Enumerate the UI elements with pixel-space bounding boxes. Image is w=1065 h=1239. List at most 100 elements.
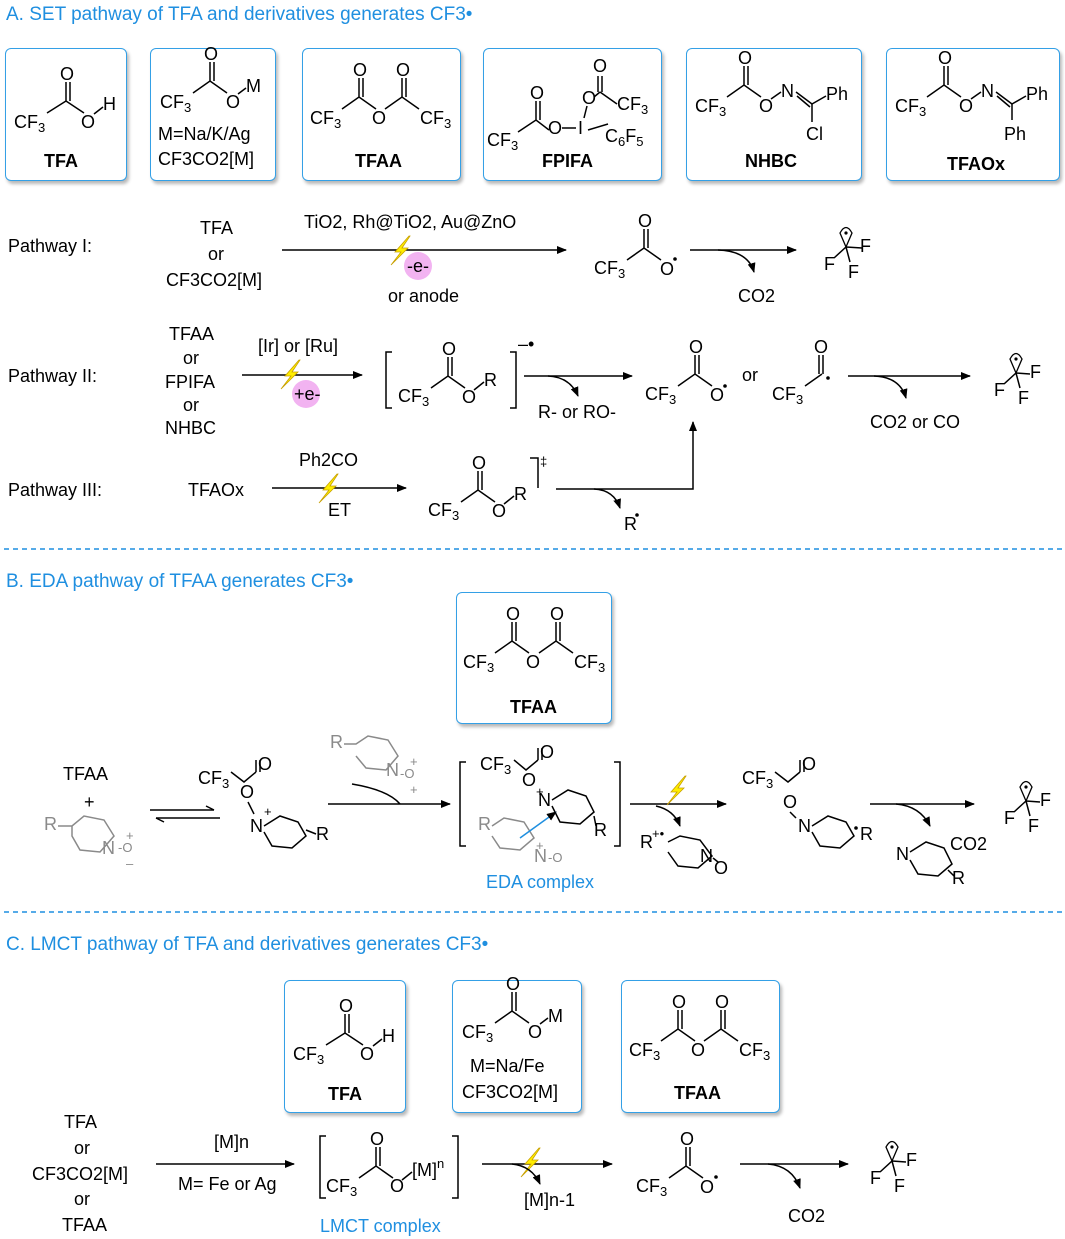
svg-text:N: N bbox=[386, 760, 399, 780]
structure-lmct-complex: CF3 O O [M]n bbox=[319, 1129, 459, 1199]
structure-cf3co2-radical-2: CF3 O O bbox=[645, 337, 727, 407]
svg-text:CF3: CF3 bbox=[428, 500, 459, 523]
reagent-box-tfaa-b bbox=[456, 592, 612, 724]
svg-text:+: + bbox=[410, 754, 418, 769]
svg-text:CF3: CF3 bbox=[398, 386, 429, 409]
pathway2-start-5: NHBC bbox=[165, 418, 216, 438]
svg-text:O: O bbox=[372, 108, 386, 128]
svg-text:O: O bbox=[593, 56, 607, 76]
svg-text:Ph: Ph bbox=[826, 84, 848, 104]
pathway1-start-1: TFA bbox=[200, 218, 233, 238]
svg-text:R: R bbox=[640, 832, 653, 852]
svg-text:N: N bbox=[538, 790, 551, 810]
co2-loss-curve bbox=[873, 375, 908, 399]
svg-text:O: O bbox=[360, 1044, 374, 1064]
structure-metal-salt: CF3 O O M bbox=[160, 44, 261, 115]
svg-text:-O: -O bbox=[400, 766, 414, 781]
svg-text:O: O bbox=[353, 60, 367, 80]
svg-text:O: O bbox=[390, 1176, 404, 1196]
svg-text:O: O bbox=[783, 792, 797, 812]
svg-text:CF3: CF3 bbox=[739, 1040, 770, 1063]
svg-text:R: R bbox=[484, 370, 497, 390]
reagent-name-tfaox: TFAOx bbox=[947, 154, 1005, 174]
structure-cf3co2-radical-1: CF3 O O bbox=[594, 211, 677, 281]
svg-text:Cl: Cl bbox=[806, 124, 823, 144]
cf3-radical-c: F F F bbox=[870, 1140, 917, 1196]
section-b-title: B. EDA pathway of TFAA generates CF3• bbox=[6, 571, 354, 592]
svg-text:O: O bbox=[472, 453, 486, 473]
svg-text:O: O bbox=[81, 112, 95, 132]
reagent-box-tfaa-c bbox=[621, 980, 780, 1113]
svg-text:CF3: CF3 bbox=[326, 1176, 357, 1199]
svg-text:O: O bbox=[492, 501, 506, 521]
svg-text:F: F bbox=[848, 262, 859, 282]
structure-fpifa: O CF3 O I C6F5 O O CF3 bbox=[487, 56, 648, 153]
section-c-start-4: or bbox=[74, 1189, 90, 1209]
reagent-box-tfaox bbox=[886, 48, 1060, 181]
structure-tfaa-b: CF3 O O O CF3 bbox=[463, 604, 605, 675]
pathway2-or: or bbox=[742, 365, 758, 385]
equilibrium-heads bbox=[155, 805, 215, 823]
svg-text:R: R bbox=[478, 814, 491, 834]
pathway1-conditions-top: TiO2, Rh@TiO2, Au@ZnO bbox=[304, 212, 516, 232]
structure-tfa: CF3 O O H bbox=[14, 64, 116, 135]
pathway1-electron: -e- bbox=[407, 256, 429, 276]
svg-text:O: O bbox=[526, 652, 540, 672]
electron-halo bbox=[404, 252, 432, 280]
svg-text:O: O bbox=[506, 974, 520, 994]
reagent-box-metal-salt bbox=[150, 48, 276, 181]
pathway2-label: Pathway II: bbox=[8, 366, 97, 386]
svg-text:O: O bbox=[802, 754, 816, 774]
section-c-start-1: TFA bbox=[64, 1112, 97, 1132]
svg-text:O: O bbox=[548, 118, 562, 138]
metal-salt-c-line1: M=Na/Fe bbox=[470, 1056, 545, 1076]
svg-text:CF3: CF3 bbox=[480, 754, 511, 777]
svg-text:O: O bbox=[700, 1177, 714, 1197]
svg-text:CF3: CF3 bbox=[636, 1176, 667, 1199]
svg-text:O: O bbox=[715, 992, 729, 1012]
reactant-curve bbox=[351, 783, 401, 805]
reagent-box-nhbc bbox=[686, 48, 862, 181]
svg-text:O: O bbox=[442, 339, 456, 359]
svg-text:CF3: CF3 bbox=[293, 1044, 324, 1067]
svg-text:O: O bbox=[226, 92, 240, 112]
reagent-box-metal-salt-c bbox=[452, 980, 582, 1113]
cf3-radical-b: F F F bbox=[1004, 780, 1051, 836]
light-bolt-icon bbox=[666, 775, 687, 806]
svg-text:CF3: CF3 bbox=[895, 96, 926, 119]
svg-text:F: F bbox=[860, 236, 871, 256]
svg-text:O: O bbox=[339, 996, 353, 1016]
svg-text:O: O bbox=[396, 60, 410, 80]
reagent-name-tfaa-c: TFAA bbox=[674, 1083, 721, 1103]
svg-text:C6F5: C6F5 bbox=[605, 126, 643, 149]
svg-text:F: F bbox=[824, 254, 835, 274]
svg-text:O: O bbox=[689, 337, 703, 357]
section-b-start: TFAA bbox=[63, 764, 108, 784]
svg-text:F: F bbox=[1040, 790, 1051, 810]
structure-nhbc: CF3 O O N Ph Cl bbox=[695, 48, 848, 144]
pyridine-radical-cation: R +• N O bbox=[640, 826, 728, 878]
metal-salt-line1: M=Na/K/Ag bbox=[158, 124, 251, 144]
svg-text:R: R bbox=[594, 820, 607, 840]
structure-metal-salt-c: CF3 O O M bbox=[462, 974, 563, 1045]
structure-tfaa: CF3 O O O CF3 bbox=[310, 60, 451, 131]
reagent-box-tfaa bbox=[302, 48, 461, 181]
pathway2-start-4: or bbox=[183, 395, 199, 415]
co2-loss-curve bbox=[895, 803, 931, 827]
section-c-reagent-bottom: M= Fe or Ag bbox=[178, 1174, 277, 1194]
svg-text:N: N bbox=[534, 846, 547, 866]
structure-radical-anion: CF3 O O R –• bbox=[385, 334, 534, 409]
pathway1-label: Pathway I: bbox=[8, 236, 92, 256]
svg-text:-O: -O bbox=[118, 840, 132, 855]
svg-text:F: F bbox=[1028, 816, 1039, 836]
svg-text:CF3: CF3 bbox=[160, 92, 191, 115]
svg-text:N: N bbox=[798, 816, 811, 836]
pathway1-conditions-bottom: or anode bbox=[388, 286, 459, 306]
reagent-box-fpifa bbox=[483, 48, 662, 181]
svg-text:O: O bbox=[738, 48, 752, 68]
svg-text:O: O bbox=[638, 211, 652, 231]
svg-text:O: O bbox=[462, 387, 476, 407]
svg-text:O: O bbox=[60, 64, 74, 84]
pathway2-byproduct: CO2 or CO bbox=[870, 412, 960, 432]
svg-text:N: N bbox=[250, 816, 263, 836]
